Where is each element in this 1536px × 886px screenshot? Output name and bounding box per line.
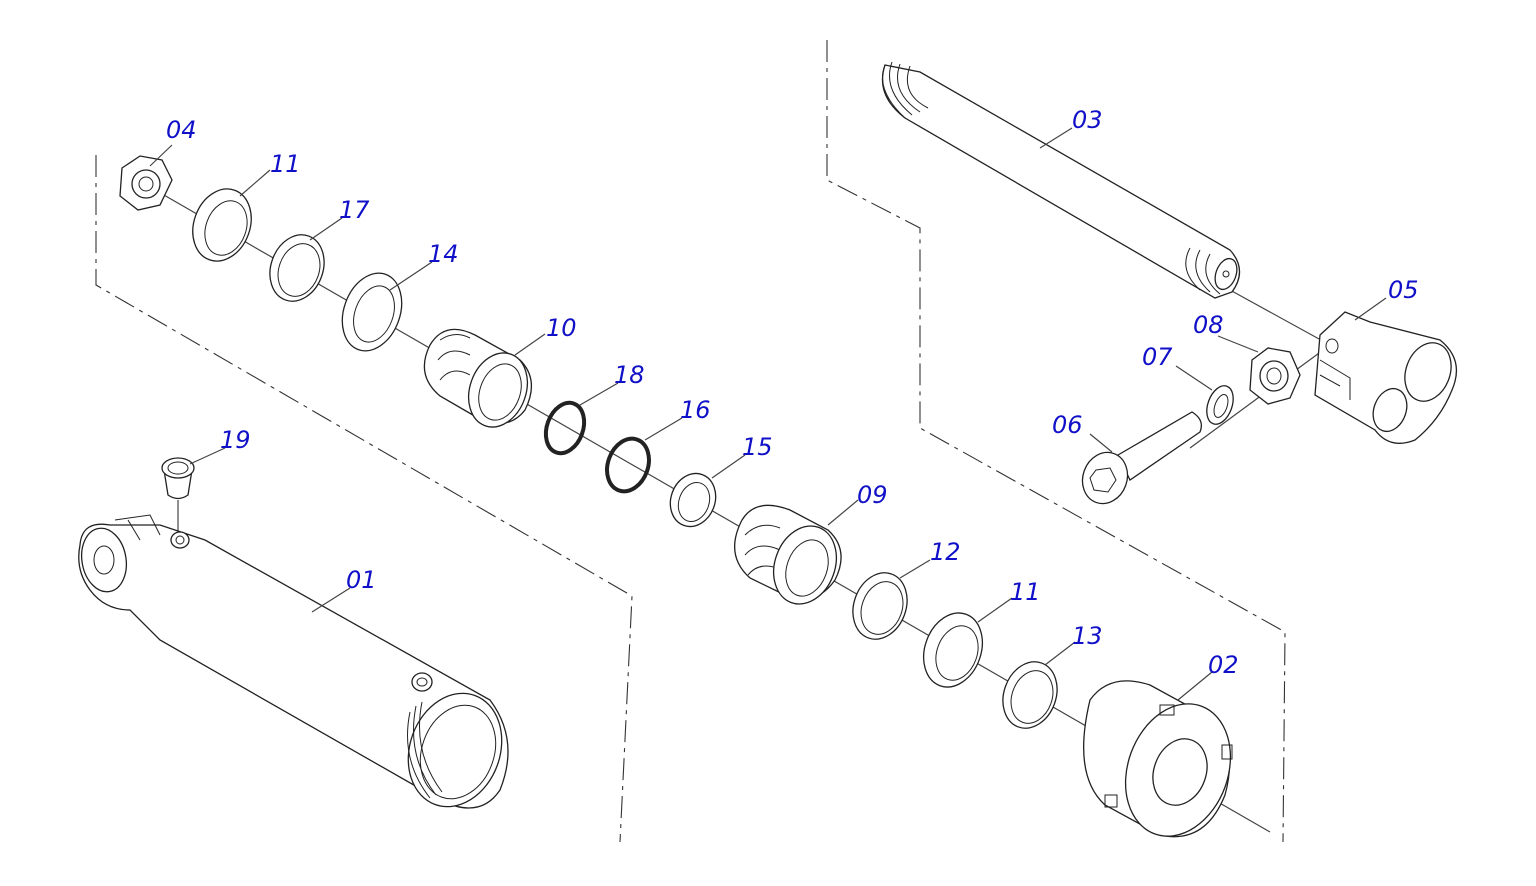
- cylinder-body-part-01: [78, 514, 509, 809]
- gland-part-10: [423, 328, 532, 428]
- leader-lines: [149, 127, 1387, 701]
- end-cap-part-02: [1083, 680, 1233, 838]
- ring-part-12: [852, 572, 908, 640]
- wiper-seal-part-11b: [923, 612, 983, 688]
- assembly-boundary-right: [826, 40, 1286, 843]
- label-part-07: 07: [1142, 343, 1173, 371]
- wiper-seal-part-11a: [192, 188, 252, 262]
- label-part-02: 02: [1208, 651, 1239, 679]
- assembly-boundary-left: [95, 155, 633, 843]
- bolt-part-06: [1081, 411, 1203, 505]
- ring-part-13: [1002, 661, 1058, 729]
- label-part-14: 14: [428, 240, 459, 268]
- grease-nipple-part-19: [161, 457, 195, 500]
- label-part-06: 06: [1052, 411, 1083, 439]
- label-part-08: 08: [1193, 311, 1224, 339]
- label-part-11a: 11: [270, 150, 301, 178]
- label-part-13: 13: [1072, 622, 1103, 650]
- ring-part-17: [269, 234, 325, 302]
- label-part-09: 09: [857, 481, 888, 509]
- label-part-18: 18: [614, 361, 645, 389]
- o-ring-part-18: [543, 400, 587, 456]
- label-part-01: 01: [346, 566, 377, 594]
- label-part-04: 04: [166, 116, 197, 144]
- label-part-05: 05: [1388, 276, 1419, 304]
- hex-nut-part-08: [1249, 347, 1301, 405]
- washer-part-07: [1206, 385, 1234, 425]
- piston-part-09: [734, 504, 842, 605]
- label-part-16: 16: [680, 396, 711, 424]
- ring-part-15: [669, 472, 717, 528]
- clevis-part-05: [1314, 311, 1458, 444]
- label-part-03: 03: [1072, 106, 1103, 134]
- o-ring-part-16: [605, 436, 651, 494]
- hex-nut-part-04: [119, 155, 173, 211]
- label-part-11b: 11: [1010, 578, 1041, 606]
- label-part-19: 19: [220, 426, 251, 454]
- piston-rod-part-03: [881, 61, 1241, 299]
- label-part-12: 12: [930, 538, 961, 566]
- label-part-10: 10: [546, 314, 577, 342]
- label-part-17: 17: [339, 196, 370, 224]
- label-part-15: 15: [742, 433, 773, 461]
- seal-part-14: [341, 272, 403, 352]
